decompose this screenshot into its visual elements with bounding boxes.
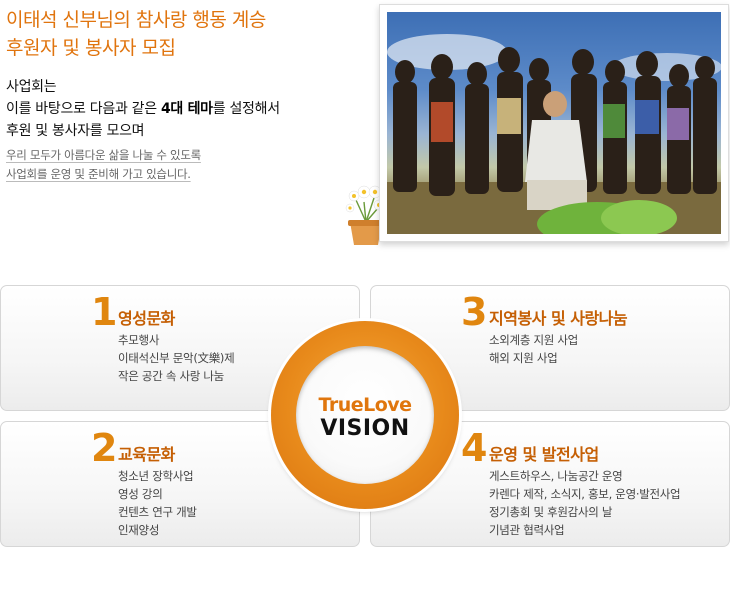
theme-title: 지역봉사 및 사랑나눔 <box>489 309 628 328</box>
list-item: 해외 지원 사업 <box>489 351 558 365</box>
intro-highlight: 4대 테마 <box>160 101 213 117</box>
note-text: 우리 모두가 아름다운 삶을 나눌 수 있도록 사업회를 운영 및 준비해 가고… <box>6 146 201 184</box>
list-item: 추모행사 <box>118 333 160 347</box>
theme-number: 1 <box>91 290 118 334</box>
note-line-1: 우리 모두가 아름다운 삶을 나눌 수 있도록 <box>6 148 201 162</box>
title-line-1: 이태석 신부님의 참사랑 행동 계승 <box>6 9 266 31</box>
list-item: 기념관 협력사업 <box>489 523 565 537</box>
theme-items: 추모행사 이태석신부 문악(文樂)제 작은 공간 속 사랑 나눔 <box>118 331 235 385</box>
emblem-inner: TrueLove VISION <box>296 346 434 484</box>
theme-items: 소외계층 지원 사업 해외 지원 사업 <box>489 331 578 367</box>
theme-items: 청소년 장학사업 영성 강의 컨텐츠 연구 개발 인재양성 <box>118 467 197 539</box>
list-item: 이태석신부 문악(文樂)제 <box>118 351 235 365</box>
intro-line-2-pre: 이를 바탕으로 다음과 같은 <box>6 101 161 117</box>
title-line-2: 후원자 및 봉사자 모집 <box>6 37 176 59</box>
theme-title: 운영 및 발전사업 <box>489 445 599 464</box>
emblem-line-2: VISION <box>320 416 410 441</box>
intro-text: 사업회는 이를 바탕으로 다음과 같은 4대 테마를 설정해서 후원 및 봉사자… <box>6 76 280 142</box>
theme-number: 4 <box>461 426 488 470</box>
theme-number: 2 <box>91 426 118 470</box>
list-item: 소외계층 지원 사업 <box>489 333 578 347</box>
theme-items: 게스트하우스, 나눔공간 운영 카렌다 제작, 소식지, 홍보, 운영·발전사업… <box>489 467 681 539</box>
theme-title: 교육문화 <box>118 445 175 464</box>
photo-frame <box>379 4 729 242</box>
intro-line-3: 후원 및 봉사자를 모으며 <box>6 123 145 139</box>
page-title: 이태석 신부님의 참사랑 행동 계승 후원자 및 봉사자 모집 <box>6 6 266 62</box>
children-group-photo <box>387 12 721 234</box>
list-item: 게스트하우스, 나눔공간 운영 <box>489 469 623 483</box>
list-item: 정기총회 및 후원감사의 날 <box>489 505 613 519</box>
intro-line-1: 사업회는 <box>6 79 57 95</box>
list-item: 청소년 장학사업 <box>118 469 194 483</box>
truelove-vision-emblem: TrueLove VISION <box>271 321 459 509</box>
list-item: 작은 공간 속 사랑 나눔 <box>118 369 224 383</box>
intro-line-2-post: 를 설정해서 <box>212 101 280 117</box>
theme-title: 영성문화 <box>118 309 175 328</box>
list-item: 인재양성 <box>118 523 160 537</box>
list-item: 컨텐츠 연구 개발 <box>118 505 197 519</box>
list-item: 카렌다 제작, 소식지, 홍보, 운영·발전사업 <box>489 487 681 501</box>
theme-number: 3 <box>461 290 488 334</box>
note-line-2: 사업회를 운영 및 준비해 가고 있습니다. <box>6 167 191 181</box>
list-item: 영성 강의 <box>118 487 163 501</box>
intro-line-2: 이를 바탕으로 다음과 같은 4대 테마를 설정해서 <box>6 98 280 120</box>
emblem-line-1: TrueLove <box>318 394 412 416</box>
